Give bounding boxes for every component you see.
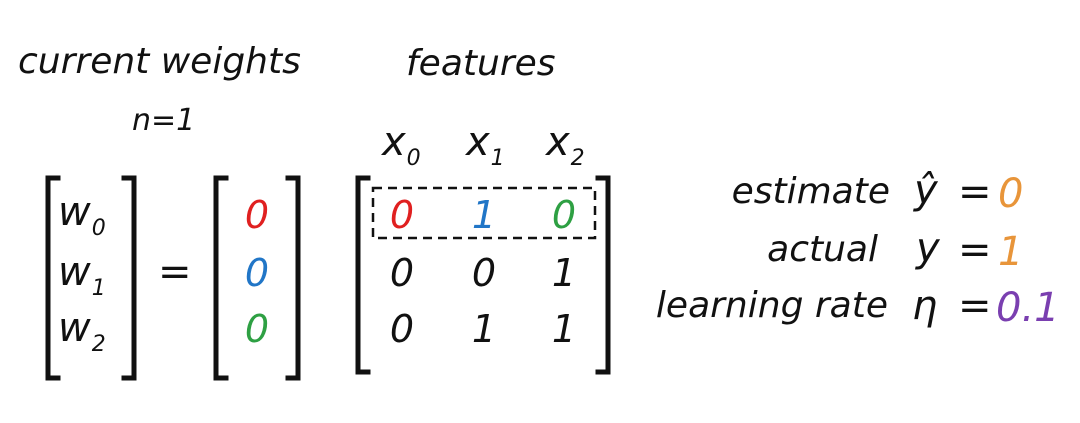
matrix-cell: 0 (389, 251, 415, 295)
values-left-bracket (213, 175, 229, 381)
estimate-value: 0 (998, 171, 1024, 217)
weights-right-bracket (121, 175, 137, 381)
weight-symbol: w0 (58, 189, 106, 241)
matrix-cell: 1 (551, 251, 577, 295)
estimate-label: estimate (731, 171, 890, 212)
feature-column-header: x1 (466, 119, 505, 171)
weights-title: current weights (18, 41, 301, 82)
matrix-cell: 1 (471, 307, 497, 351)
weight-value: 0 (244, 251, 270, 295)
iteration-label: n=1 (132, 103, 196, 138)
weight-value: 0 (244, 193, 270, 237)
matrix-left-bracket (355, 175, 371, 375)
matrix-cell: 0 (389, 193, 415, 237)
matrix-cell: 0 (389, 307, 415, 351)
feature-column-header: x2 (546, 119, 585, 171)
actual-symbol: y (916, 225, 940, 271)
current-row-highlight (371, 186, 597, 240)
learning-rate-label: learning rate (655, 285, 888, 326)
weight-symbol: w2 (58, 305, 106, 357)
values-right-bracket (285, 175, 301, 381)
actual-label: actual (767, 229, 878, 270)
learning-rate-value: 0.1 (996, 285, 1060, 331)
learning-rate-equals: = (958, 283, 992, 329)
learning-rate-symbol: η (912, 283, 938, 329)
feature-column-header: x0 (382, 119, 421, 171)
estimate-equals: = (958, 169, 992, 215)
weight-symbol: w1 (58, 249, 106, 301)
matrix-cell: 1 (551, 307, 577, 351)
estimate-symbol: ŷ (914, 167, 938, 213)
matrix-cell: 1 (471, 193, 497, 237)
equals-sign: = (158, 249, 192, 295)
matrix-cell: 0 (471, 251, 497, 295)
actual-equals: = (958, 227, 992, 273)
matrix-cell: 0 (551, 193, 577, 237)
weights-left-bracket (45, 175, 61, 381)
matrix-right-bracket (595, 175, 611, 375)
weight-value: 0 (244, 307, 270, 351)
features-title: features (406, 43, 556, 84)
actual-value: 1 (998, 229, 1024, 275)
